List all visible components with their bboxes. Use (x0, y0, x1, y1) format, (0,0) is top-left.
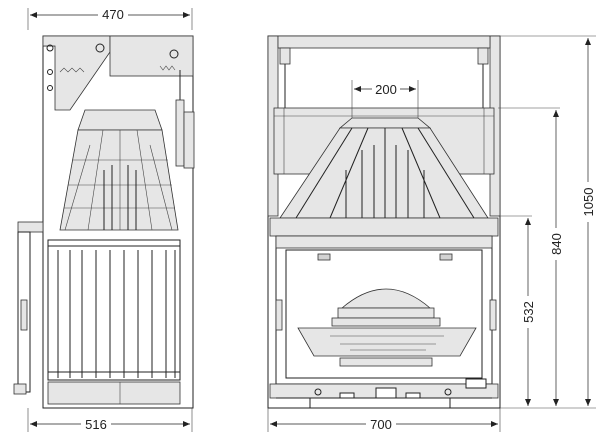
dim-front-bottom-label: 700 (370, 417, 392, 432)
side-firebox (47, 239, 181, 381)
dim-side-bottom-label: 516 (85, 417, 107, 432)
dim-front-840: 840 (548, 110, 564, 406)
dim-front-200-label: 200 (375, 82, 397, 97)
dim-front-bottom: 700 (267, 408, 501, 432)
dim-front-1050-label: 1050 (581, 188, 596, 217)
dim-front-1050: 1050 (580, 38, 596, 406)
side-view: 470 (13, 6, 195, 432)
side-hood (59, 129, 179, 231)
dim-front-532: 532 (520, 218, 536, 406)
dim-front-840-label: 840 (549, 233, 564, 255)
dim-side-bottom: 516 (27, 408, 193, 432)
dim-front-532-label: 532 (521, 301, 536, 323)
dim-side-top: 470 (27, 6, 193, 30)
dim-front-200: 200 (351, 80, 419, 118)
dim-side-top-label: 470 (102, 7, 124, 22)
front-view: 200 (267, 35, 596, 432)
